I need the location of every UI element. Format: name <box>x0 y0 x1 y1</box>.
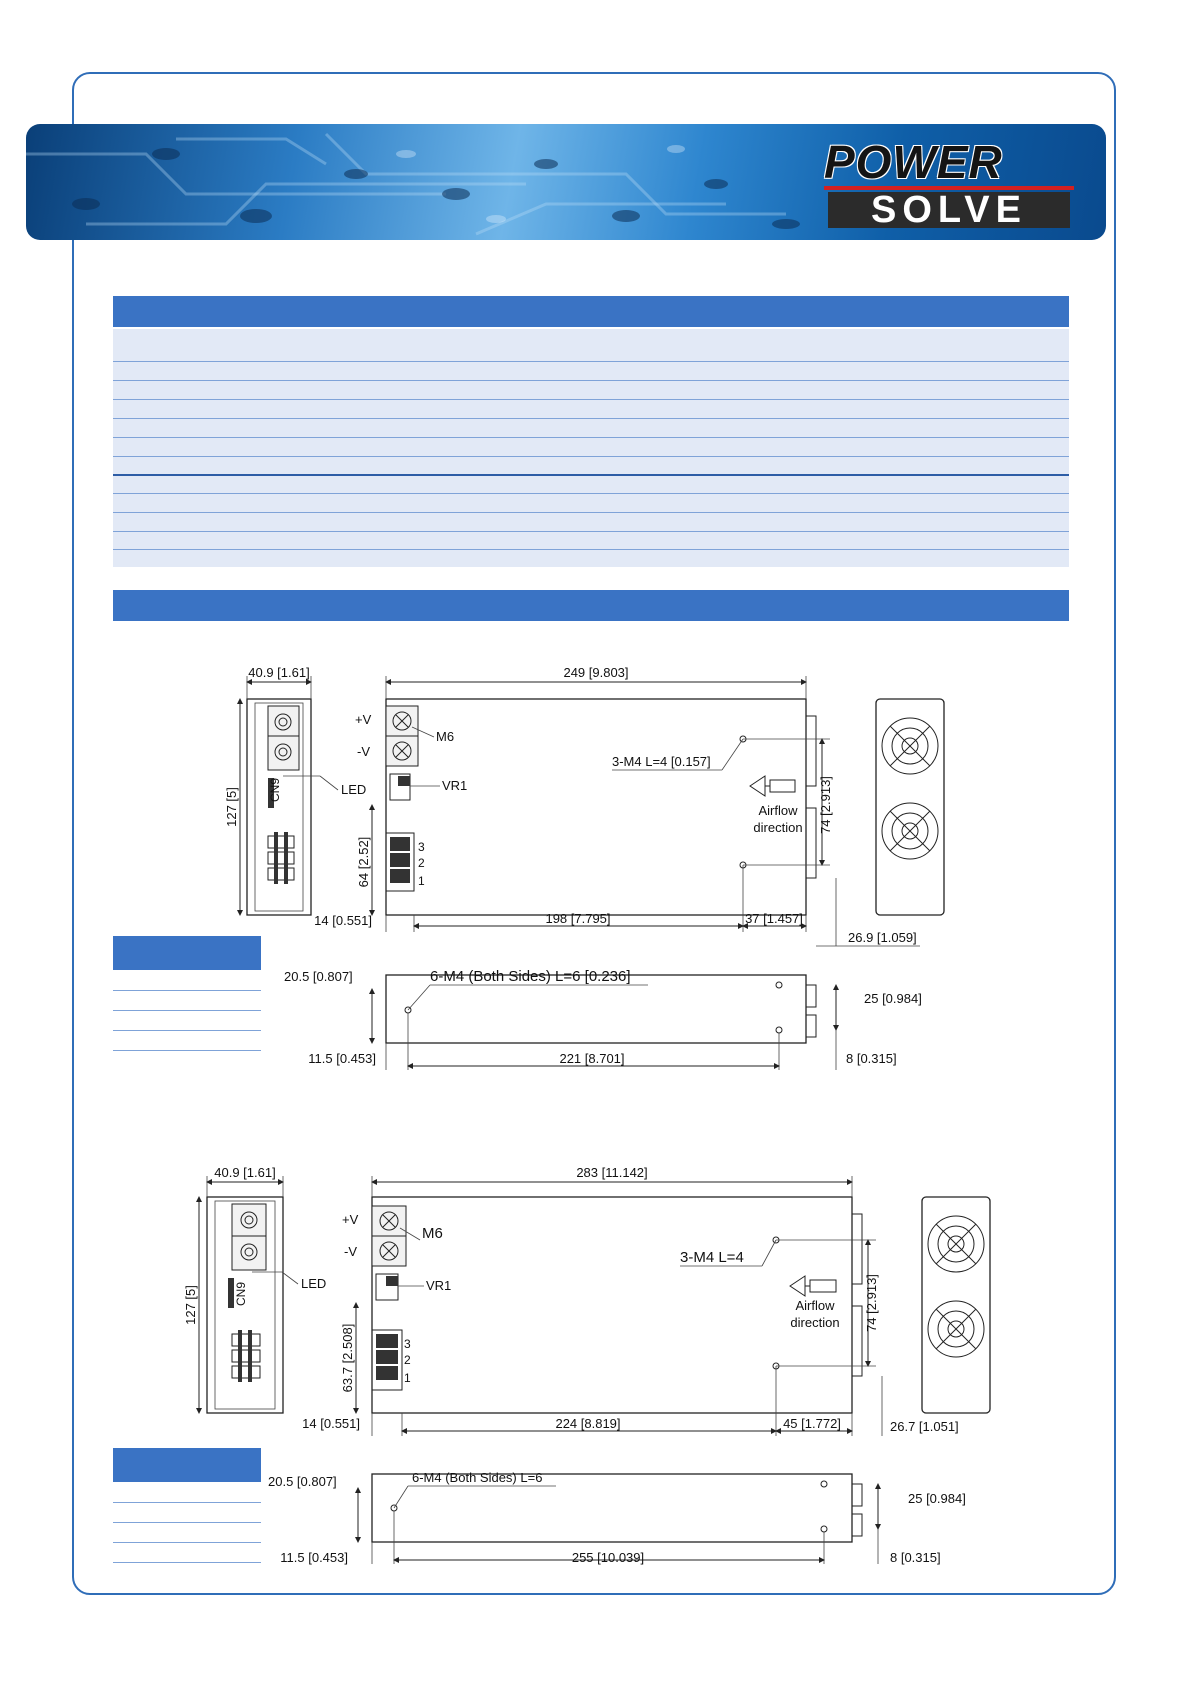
model-list-row <box>113 1030 261 1031</box>
table-group-divider <box>113 474 1069 476</box>
model-list-row <box>113 1562 261 1563</box>
airflow-label-2: direction <box>790 1315 839 1330</box>
drawing-2: CN9 40.9 [1.61] 127 [5] LED <box>183 1165 991 1565</box>
dim-11-5: 11.5 [0.453] <box>280 1550 348 1565</box>
m6-label: M6 <box>422 1225 443 1242</box>
vr1-label: VR1 <box>442 778 467 793</box>
minus-v-label: -V <box>357 744 370 759</box>
dim-37: 37 [1.457] <box>745 911 803 926</box>
side-view-1: CN9 40.9 [1.61] 127 [5] LED <box>224 665 366 916</box>
mount-holes-label: 3-M4 L=4 [0.157] <box>612 754 711 769</box>
dim-74: 74 [2.913] <box>818 776 833 834</box>
cn9-label: CN9 <box>268 778 282 802</box>
drawing-1: CN9 40.9 [1.61] 127 [5] LED <box>224 665 945 1070</box>
dim-64: 64 [2.52] <box>356 837 371 888</box>
dim-20-5: 20.5 [0.807] <box>268 1474 337 1489</box>
dim-11-5: 11.5 [0.453] <box>308 1051 376 1066</box>
led-label: LED <box>341 782 366 797</box>
fan-view-2 <box>921 1196 991 1414</box>
table-row-divider <box>113 361 1069 362</box>
dim-height: 127 [5] <box>224 787 239 827</box>
dim-14: 14 [0.551] <box>302 1416 360 1431</box>
logo-red-stripe <box>824 186 1074 190</box>
dim-8: 8 [0.315] <box>890 1550 941 1565</box>
table-row-divider <box>113 437 1069 438</box>
spec-section-header <box>113 296 1069 327</box>
airflow-label-2: direction <box>753 820 802 835</box>
terminal-3-label: 3 <box>418 840 425 854</box>
dim-width: 40.9 [1.61] <box>248 665 309 680</box>
airflow-label-1: Airflow <box>758 803 798 818</box>
dim-63-7: 63.7 [2.508] <box>340 1324 355 1393</box>
model-list-row <box>113 1010 261 1011</box>
model-list-header-1 <box>113 936 261 970</box>
side-holes-label: 6-M4 (Both Sides) L=6 [0.236] <box>430 968 631 985</box>
table-row-divider <box>113 399 1069 400</box>
dim-74: 74 [2.913] <box>864 1274 879 1332</box>
cn9-label: CN9 <box>234 1282 248 1306</box>
model-list-row <box>113 990 261 991</box>
dim-14: 14 [0.551] <box>314 913 372 928</box>
table-row-divider <box>113 549 1069 550</box>
model-list-header-2 <box>113 1448 261 1482</box>
airflow-label-1: Airflow <box>795 1298 835 1313</box>
dim-width: 40.9 [1.61] <box>214 1165 275 1180</box>
dim-length: 249 [9.803] <box>563 665 628 680</box>
plus-v-label: +V <box>342 1212 359 1227</box>
model-list-row <box>113 1522 261 1523</box>
fan-view-1 <box>875 698 945 916</box>
table-row-divider <box>113 493 1069 494</box>
side-holes-label: 6-M4 (Both Sides) L=6 <box>412 1470 542 1485</box>
side-view-2: CN9 40.9 [1.61] 127 [5] LED <box>183 1165 326 1414</box>
dim-255: 255 [10.039] <box>572 1550 644 1565</box>
dim-25: 25 [0.984] <box>908 1491 966 1506</box>
dim-221: 221 [8.701] <box>559 1051 624 1066</box>
dim-8: 8 [0.315] <box>846 1051 897 1066</box>
m6-label: M6 <box>436 729 454 744</box>
vr1-label: VR1 <box>426 1278 451 1293</box>
circuit-board-graphic <box>26 132 800 236</box>
dim-length: 283 [11.142] <box>576 1165 647 1180</box>
dim-20-5: 20.5 [0.807] <box>284 969 353 984</box>
model-list-row <box>113 1502 261 1503</box>
logo-solve-text: SOLVE <box>828 191 1070 229</box>
terminal-2-label: 2 <box>418 856 425 870</box>
table-row-divider <box>113 512 1069 513</box>
header-banner: POWER SOLVE <box>26 124 1106 240</box>
dim-25: 25 [0.984] <box>864 991 922 1006</box>
spec-table <box>113 329 1069 567</box>
front-view-1: +V -V M6 VR1 3 2 1 3-M4 L=4 [0.157] Airf… <box>314 665 920 947</box>
page-frame <box>72 72 1116 1595</box>
terminal-2-label: 2 <box>404 1353 411 1367</box>
dim-26-7: 26.7 [1.051] <box>890 1419 959 1434</box>
bottom-view-2: 6-M4 (Both Sides) L=6 20.5 [0.807] 11.5 … <box>268 1470 966 1565</box>
dim-45: 45 [1.772] <box>783 1416 841 1431</box>
terminal-1-label: 1 <box>418 874 425 888</box>
led-label: LED <box>301 1276 326 1291</box>
powersolve-logo: POWER SOLVE <box>824 136 1074 229</box>
model-list-row <box>113 1050 261 1051</box>
minus-v-label: -V <box>344 1244 357 1259</box>
front-view-2: +V -V M6 VR1 3 2 1 3-M4 L=4 Airflow dire… <box>302 1165 959 1436</box>
mount-holes-label: 3-M4 L=4 <box>680 1249 744 1266</box>
terminal-1-label: 1 <box>404 1371 411 1385</box>
dim-height: 127 [5] <box>183 1285 198 1325</box>
dim-224: 224 [8.819] <box>555 1416 620 1431</box>
logo-power-text: POWER <box>824 136 1003 188</box>
bottom-view-1: 6-M4 (Both Sides) L=6 [0.236] 20.5 [0.80… <box>284 968 922 1070</box>
table-row-divider <box>113 418 1069 419</box>
dim-26-9: 26.9 [1.059] <box>848 930 917 945</box>
table-row-divider <box>113 531 1069 532</box>
table-row-divider <box>113 456 1069 457</box>
plus-v-label: +V <box>355 712 372 727</box>
dim-198: 198 [7.795] <box>545 911 610 926</box>
terminal-3-label: 3 <box>404 1337 411 1351</box>
mechanical-section-header <box>113 590 1069 621</box>
table-row-divider <box>113 380 1069 381</box>
model-list-row <box>113 1542 261 1543</box>
